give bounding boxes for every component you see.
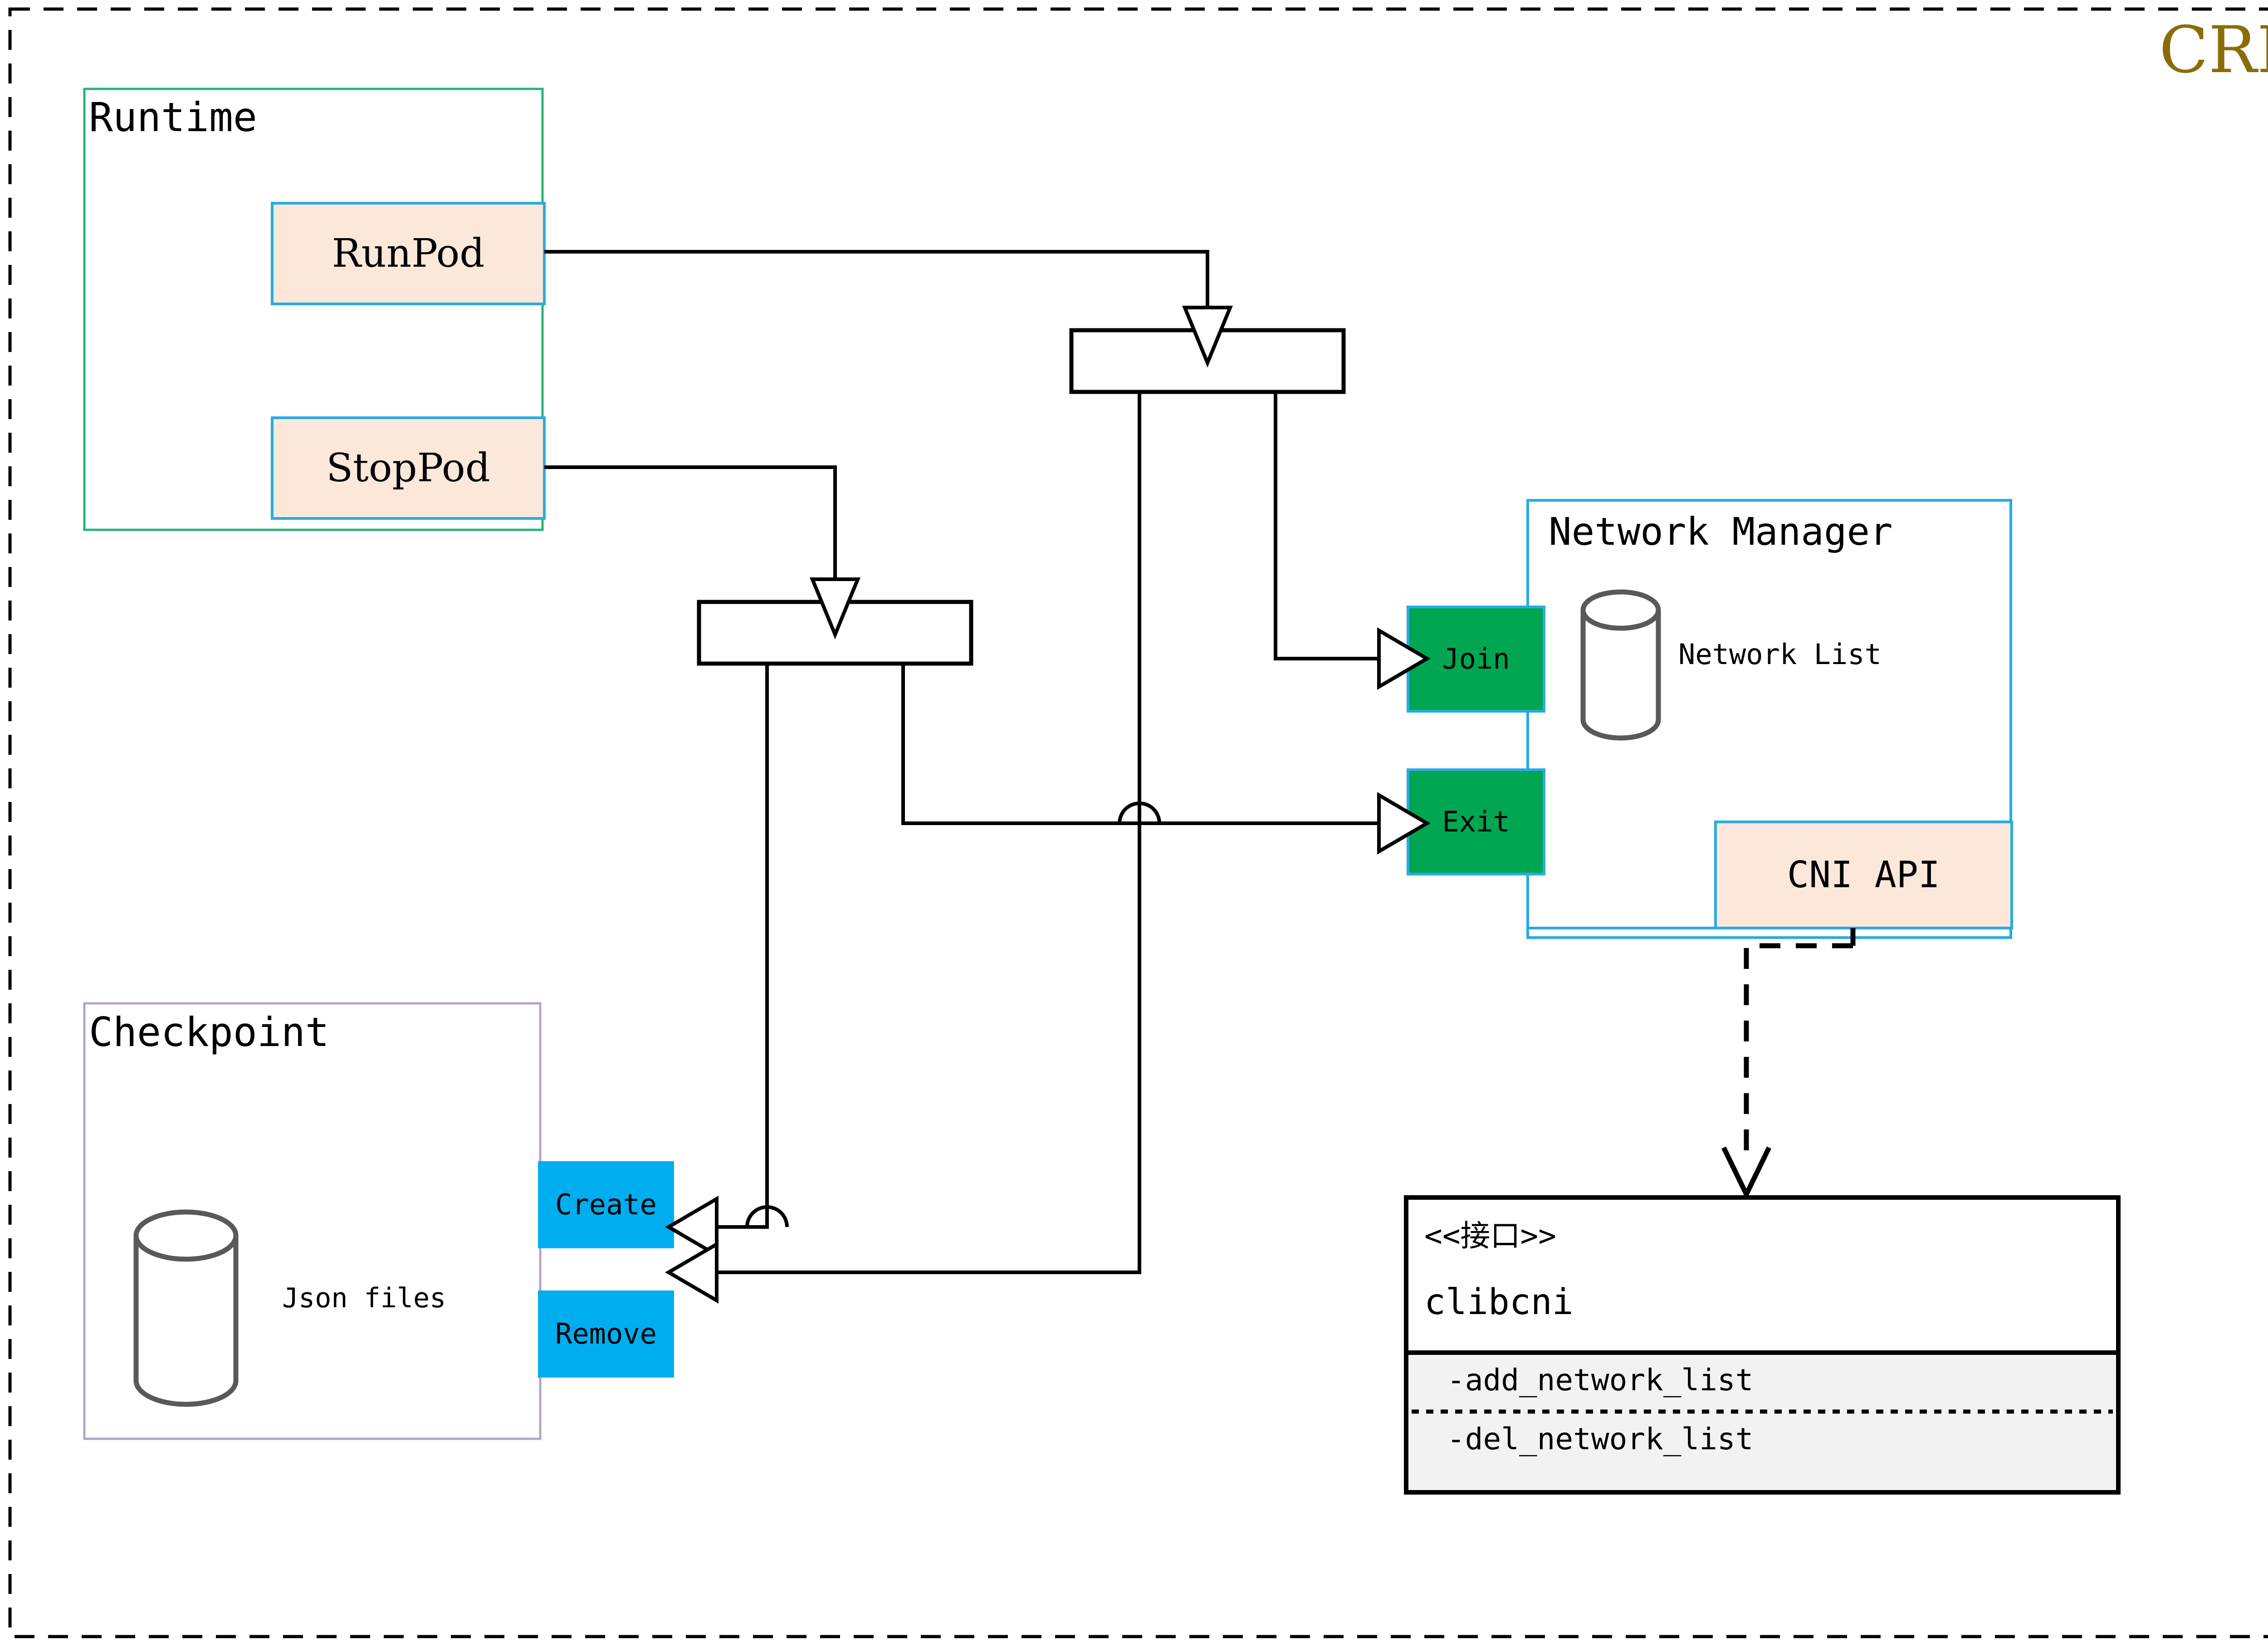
edge-stoppod-to-junction [544, 465, 837, 585]
arrowhead-into-junction1 [1182, 306, 1233, 368]
network-list-label: Network List [1678, 638, 1882, 671]
edge-junction1-right-to-join [1274, 392, 1388, 660]
line-hops [745, 802, 1161, 1227]
edge-runpod-to-junction [544, 250, 1207, 313]
clibcni-operation-del: -del_network_list [1447, 1422, 1754, 1456]
dependency-cni-api-to-clibcni [1744, 928, 1856, 1161]
edge-junction2-left [708, 664, 769, 1229]
runpod-label[interactable]: RunPod [332, 231, 485, 276]
dependency-arrowhead [1721, 1146, 1771, 1200]
join-label[interactable]: Join [1442, 642, 1510, 675]
remove-box [538, 1290, 674, 1378]
exit-label[interactable]: Exit [1442, 805, 1510, 838]
arrowhead-into-remove [665, 1241, 719, 1304]
clibcni-name: clibcni [1424, 1282, 1574, 1323]
clibcni-stereotype: <<接口>> [1424, 1218, 1556, 1253]
create-box [538, 1161, 674, 1248]
stoppod-box [271, 416, 546, 520]
json-files-label: Json files [282, 1282, 446, 1314]
arrowhead-into-create [665, 1196, 719, 1258]
edge-junction2-right-to-exit [901, 664, 1139, 825]
line-hop-create [745, 1205, 789, 1227]
line-hop-exit [1118, 802, 1161, 824]
network-manager-label: Network Manager [1549, 509, 1893, 554]
arrowhead-into-exit [1377, 792, 1431, 855]
arrowhead-into-junction2 [810, 577, 860, 640]
checkpoint-label: Checkpoint [89, 1009, 329, 1056]
clibcni-box [1404, 1195, 2121, 1495]
edge-junction1-left [708, 392, 1141, 1274]
clibcni-operation-add: -add_network_list [1447, 1363, 1754, 1398]
arrowhead-into-join [1377, 627, 1431, 690]
json-files-cylinder [133, 1209, 239, 1407]
runtime-label: Runtime [89, 94, 257, 141]
remove-label[interactable]: Remove [555, 1317, 657, 1350]
arrowheads [665, 306, 1431, 1304]
create-label[interactable]: Create [555, 1188, 657, 1221]
diagram-title: CRI [2159, 13, 2268, 88]
cni-api-box [1714, 821, 2013, 929]
cni-api-label[interactable]: CNI API [1787, 854, 1941, 896]
join-box [1407, 606, 1545, 713]
clibcni-ops-section [1408, 1353, 2116, 1490]
network-list-cylinder [1580, 589, 1661, 741]
stoppod-label[interactable]: StopPod [326, 445, 490, 491]
outer-frame [8, 7, 2268, 1638]
runpod-box [271, 202, 546, 305]
exit-box [1407, 768, 1545, 875]
connectors [544, 250, 1388, 1274]
